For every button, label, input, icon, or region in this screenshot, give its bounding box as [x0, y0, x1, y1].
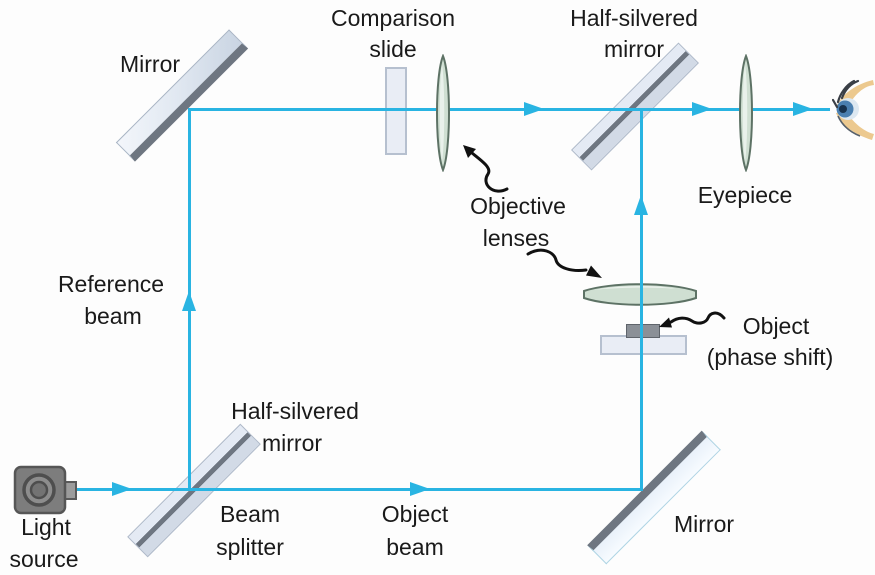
- object-slide: [600, 335, 687, 355]
- beam-arrow-right-icon: [410, 482, 430, 496]
- beam-arrow-up-icon: [634, 195, 648, 215]
- pointer-arrow-objective-upper: [463, 145, 509, 193]
- label-light-source-line1: Light: [21, 514, 71, 540]
- label-eyepiece: Eyepiece: [697, 182, 793, 208]
- label-half-silvered-top-line2: mirror: [603, 36, 665, 62]
- label-mirror-top: Mirror: [119, 51, 181, 77]
- label-beam-splitter-line2: splitter: [216, 534, 284, 560]
- light-source-icon: [13, 465, 77, 515]
- eye-icon: [832, 79, 874, 140]
- top-beam-line: [188, 108, 830, 111]
- pointer-arrow-object: [659, 311, 726, 328]
- beam-arrow-right-icon: [524, 102, 544, 116]
- label-object-beam-line2: beam: [386, 534, 444, 560]
- comparison-slide: [385, 67, 407, 155]
- beam-arrow-up-icon: [182, 291, 196, 311]
- label-object-phase-line1: Object: [742, 313, 810, 339]
- object-beam-line: [72, 488, 643, 491]
- objective-lens-vertical: [436, 54, 450, 172]
- mirror-bottom-right: [587, 430, 721, 565]
- label-mirror-bottom: Mirror: [673, 511, 735, 537]
- eyepiece-lens: [739, 54, 753, 172]
- label-comparison-slide-line2: slide: [369, 36, 417, 62]
- label-object-beam-line1: Object: [381, 501, 449, 527]
- right-beam-line: [640, 108, 643, 490]
- label-objective-lenses-line2: lenses: [482, 225, 550, 251]
- label-half-silvered-bottom-line2: mirror: [261, 430, 323, 456]
- label-object-phase-line2: (phase shift): [706, 344, 834, 370]
- beam-arrow-right-icon: [112, 482, 132, 496]
- label-half-silvered-top-line1: Half-silvered: [570, 5, 698, 31]
- label-comparison-slide-line1: Comparison: [331, 5, 455, 31]
- label-reference-beam-line2: beam: [84, 303, 142, 329]
- beam-arrow-right-icon: [692, 102, 712, 116]
- object-phase-chip: [626, 324, 660, 338]
- beam-arrow-right-icon: [793, 102, 813, 116]
- pointer-arrow-objective-lower: [526, 248, 602, 278]
- label-half-silvered-bottom-line1: Half-silvered: [231, 398, 359, 424]
- label-reference-beam-line1: Reference: [57, 271, 165, 297]
- label-objective-lenses-line1: Objective: [470, 193, 566, 219]
- label-light-source-line2: source: [9, 546, 79, 572]
- label-beam-splitter-line1: Beam: [219, 501, 281, 527]
